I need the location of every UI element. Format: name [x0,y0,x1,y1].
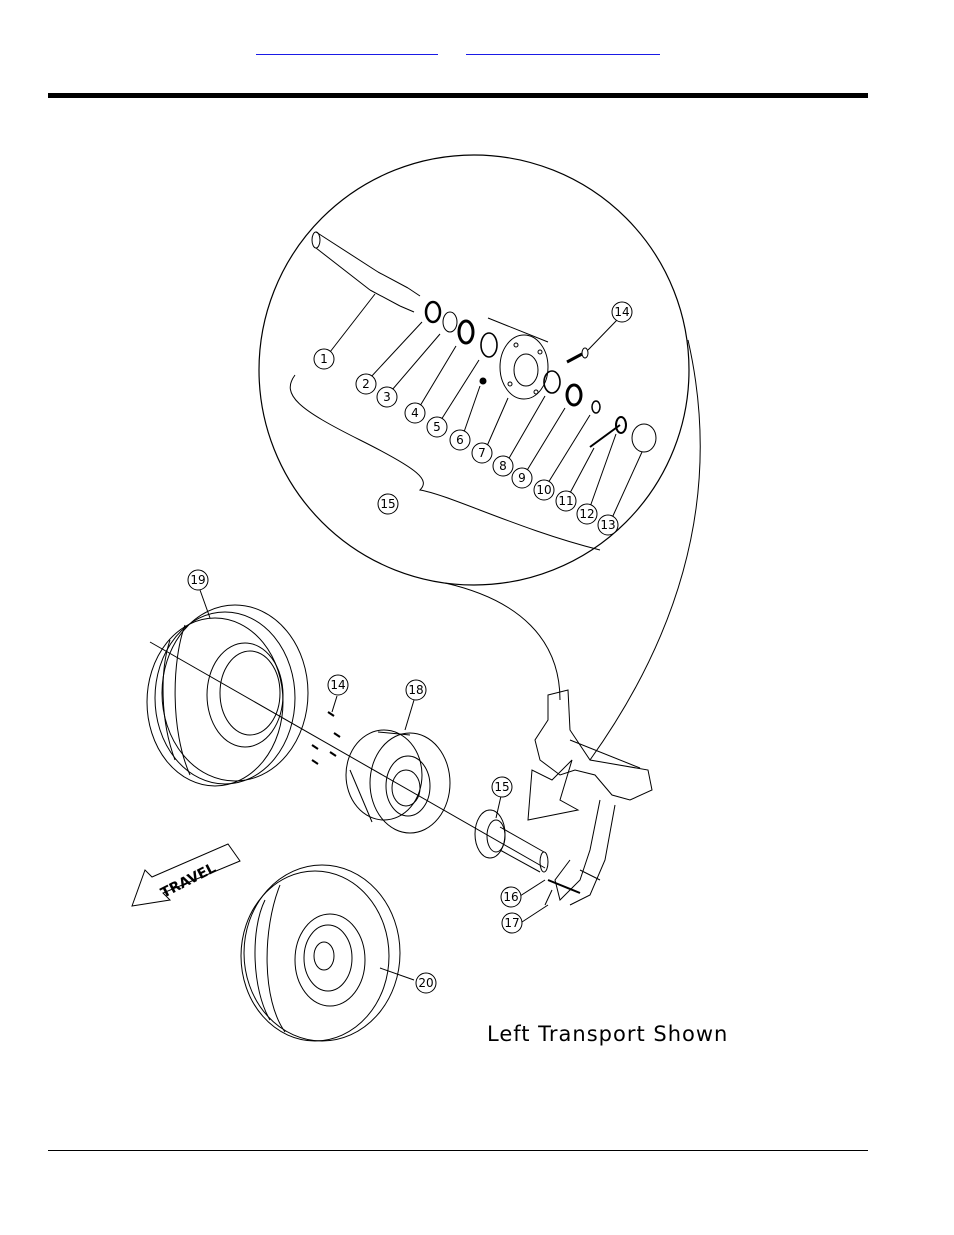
callout-5: 5 [426,416,448,438]
svg-text:20: 20 [418,976,433,990]
callout-7: 7 [471,442,493,464]
svg-text:1: 1 [320,352,328,366]
callout-13: 13 [597,514,619,536]
callouts: 1 2 3 4 5 6 7 8 9 10 11 12 13 14 15 14 1… [187,301,633,994]
callout-3: 3 [376,386,398,408]
svg-text:6: 6 [456,433,464,447]
callout-14-lower: 14 [327,674,349,696]
svg-text:16: 16 [503,890,518,904]
detail-leader-right [589,339,701,761]
callout-9: 9 [511,467,533,489]
callout-14-upper: 14 [611,301,633,323]
callout-12: 12 [576,503,598,525]
travel-label: TRAVEL [158,860,218,901]
axle-line [149,641,546,869]
tire-19 [146,604,309,787]
detail-circle [258,154,690,586]
callout-11: 11 [555,490,577,512]
part-13 [631,423,657,453]
part-8 [543,370,561,394]
callout-17: 17 [501,912,523,934]
svg-text:4: 4 [411,406,419,420]
svg-text:9: 9 [518,471,526,485]
part-14-bolt [566,347,589,364]
svg-text:7: 7 [478,446,486,460]
travel-arrow [131,843,241,907]
tire-20 [240,864,401,1042]
svg-text:5: 5 [433,420,441,434]
top-rule [48,93,868,98]
callout-10: 10 [533,479,555,501]
lug-bolts [311,711,341,765]
spindle [311,231,421,313]
svg-text:14: 14 [614,305,629,319]
callout-19: 19 [187,569,209,591]
part-2 [424,300,442,324]
svg-text:10: 10 [536,483,551,497]
part-6 [479,377,487,385]
callout-1: 1 [313,348,335,370]
part-9 [565,383,583,407]
part-15-brace [289,374,601,551]
callout-2: 2 [355,373,377,395]
svg-text:13: 13 [600,518,615,532]
callout-8: 8 [492,455,514,477]
part-11 [589,424,621,448]
svg-text:2: 2 [362,377,370,391]
svg-text:18: 18 [408,683,423,697]
svg-text:19: 19 [190,573,205,587]
svg-text:15: 15 [494,780,509,794]
rim-18 [345,729,451,834]
callout-18: 18 [405,679,427,701]
transport-frame [534,689,653,906]
parts-diagram: TRAVEL 1 2 3 4 5 6 7 8 9 10 11 12 13 14 … [131,154,728,1046]
part-3 [442,311,458,333]
part-10 [591,400,601,414]
header-link-2[interactable] [466,38,660,55]
diagram-caption: Left Transport Shown [487,1022,728,1046]
callout-15-upper: 15 [377,493,399,515]
svg-text:11: 11 [558,494,573,508]
callout-16: 16 [500,886,522,908]
svg-text:14: 14 [330,678,345,692]
part-12 [615,416,627,434]
part-4 [457,319,475,345]
hub-assembly-15 [474,809,549,873]
svg-text:17: 17 [504,916,519,930]
svg-text:3: 3 [383,390,391,404]
callout-4: 4 [404,402,426,424]
svg-text:12: 12 [579,507,594,521]
svg-text:15: 15 [380,497,395,511]
hub [487,317,549,400]
callout-20: 20 [415,972,437,994]
header-link-1[interactable] [256,38,438,55]
callout-6: 6 [449,429,471,451]
callout-15-lower: 15 [491,776,513,798]
svg-text:8: 8 [499,459,507,473]
bottom-rule [48,1150,868,1151]
part-5 [480,332,498,358]
detail-leader-left [444,582,561,701]
direction-arrow [527,759,580,821]
